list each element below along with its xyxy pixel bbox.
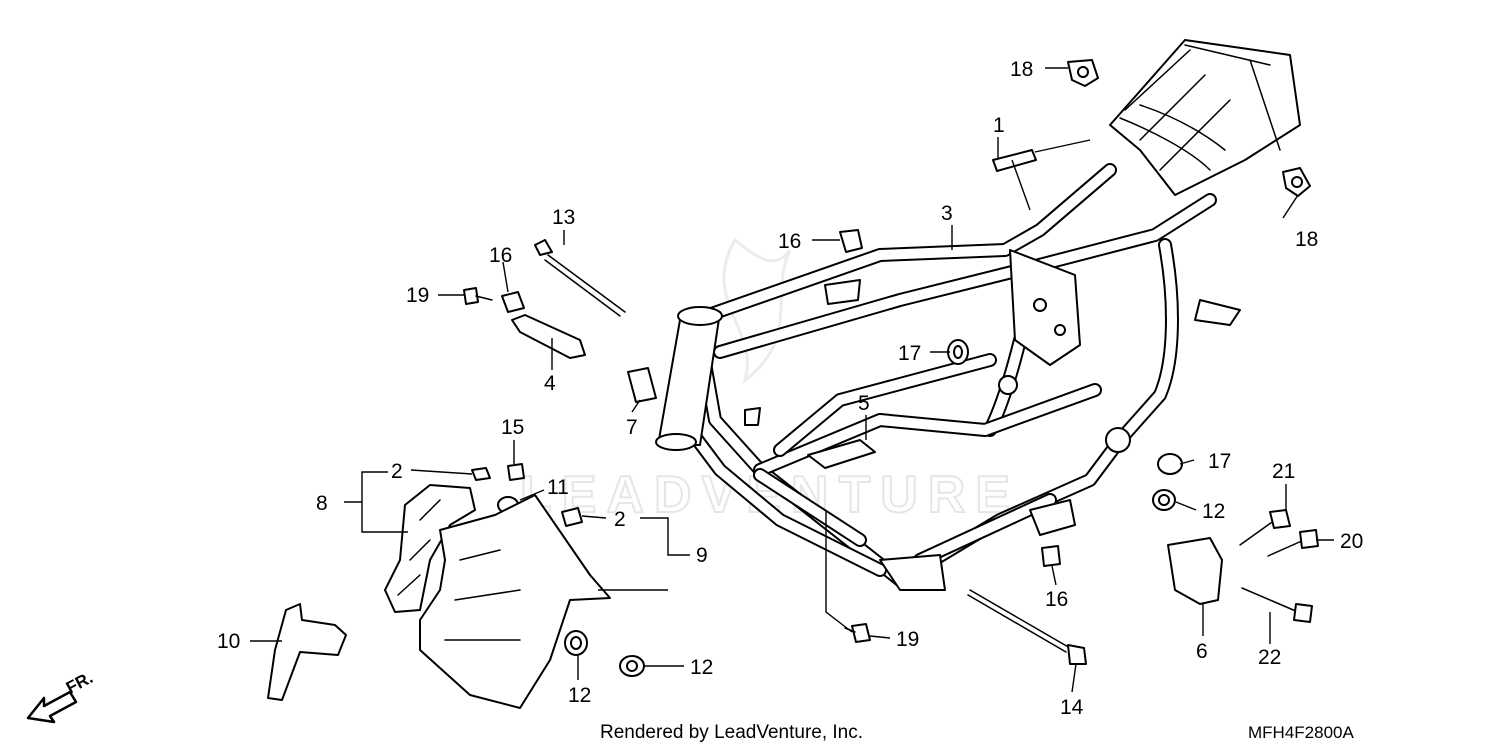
part-18-clip-top	[1067, 59, 1099, 87]
part-14-bolt	[967, 589, 1087, 665]
callout-3: 3	[941, 202, 953, 225]
callout-18-top: 18	[1010, 58, 1033, 81]
callout-12-bottom-left: 12	[568, 684, 591, 707]
callout-18-right: 18	[1295, 228, 1318, 251]
part-17-grommet-a	[947, 339, 969, 365]
callout-17-right: 17	[1208, 450, 1231, 473]
callout-21: 21	[1272, 460, 1295, 483]
part-16-nut-left	[501, 291, 525, 313]
callout-20: 20	[1340, 530, 1363, 553]
callout-16-left: 16	[489, 244, 512, 267]
part-21-bolt	[1239, 509, 1291, 546]
part-6-bracket	[1167, 537, 1223, 605]
callout-8: 8	[316, 492, 328, 515]
callout-15: 15	[501, 416, 524, 439]
callout-16-top: 16	[778, 230, 801, 253]
part-4-bracket	[511, 314, 586, 359]
part-10-stay	[267, 603, 347, 701]
main-frame	[655, 39, 1301, 591]
front-direction-arrow-icon: FR.	[26, 668, 96, 724]
part-13-bolt	[534, 239, 626, 317]
part-12-rubber-a	[1152, 489, 1176, 511]
part-16-nut-top	[839, 229, 863, 253]
part-18-clip-right	[1282, 167, 1311, 197]
part-8-cover	[384, 484, 476, 613]
callout-2-left: 2	[391, 460, 403, 483]
part-2-clip-b	[561, 507, 583, 527]
callout-2-right: 2	[614, 508, 626, 531]
part-22-bolt	[1241, 587, 1313, 623]
part-17-grommet-b	[1157, 453, 1183, 475]
part-2-clip-a	[471, 467, 491, 481]
callout-9: 9	[696, 544, 708, 567]
callout-1: 1	[993, 114, 1005, 137]
part-12-rubber-c	[619, 655, 645, 677]
callout-7: 7	[626, 416, 638, 439]
callout-12-right: 12	[1202, 500, 1225, 523]
part-19-bolt-bottom	[844, 623, 871, 643]
callout-4: 4	[544, 372, 556, 395]
callout-22: 22	[1258, 646, 1281, 669]
part-1-id-plate	[992, 149, 1037, 172]
callout-10: 10	[217, 630, 240, 653]
callout-11: 11	[547, 476, 569, 499]
callout-19-left: 19	[406, 284, 429, 307]
part-19-bolt-left	[463, 287, 493, 305]
part-15-bolt	[507, 463, 525, 481]
part-20-bolt	[1267, 529, 1319, 557]
callout-19-bottom: 19	[896, 628, 919, 651]
callout-12-bottom: 12	[690, 656, 713, 679]
callout-5: 5	[858, 392, 870, 415]
rendered-by-credit: Rendered by LeadVenture, Inc.	[600, 722, 863, 743]
diagram-code: MFH4F2800A	[1248, 723, 1354, 742]
callout-17-top: 17	[898, 342, 921, 365]
callout-14: 14	[1060, 696, 1084, 719]
leader-lines	[250, 67, 1334, 693]
part-5-bracket	[807, 439, 876, 469]
part-7-collar	[627, 367, 657, 403]
rear-fender-hoop	[1109, 39, 1301, 196]
callout-16-bottom: 16	[1045, 588, 1068, 611]
part-12-rubber-b	[564, 630, 588, 656]
callout-13: 13	[552, 206, 575, 229]
callout-numbers: 18 18 1 3 16 13 16 19 4 7 17 5 15 2 11 8…	[217, 58, 1363, 719]
callout-6: 6	[1196, 640, 1208, 663]
part-9-cover	[419, 494, 611, 709]
part-16-nut-bottom	[1041, 545, 1061, 567]
